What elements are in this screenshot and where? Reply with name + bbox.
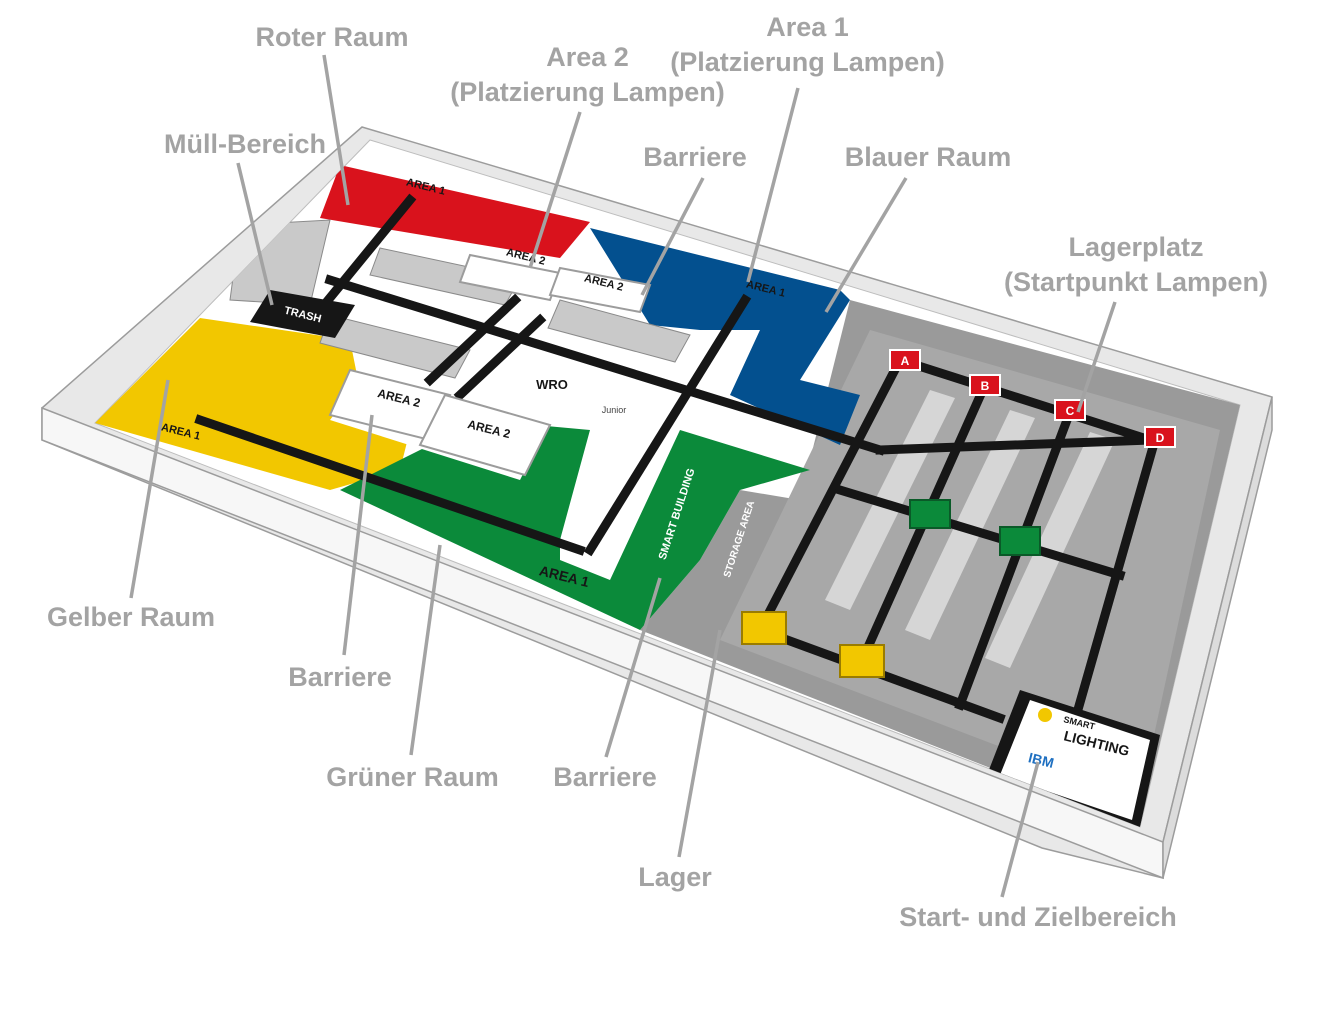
blauer-raum-label: Blauer Raum: [844, 142, 1012, 172]
slot-a-label: A: [901, 354, 910, 368]
roter-raum-label: Roter Raum: [255, 22, 409, 52]
junior-logo-text: Junior: [602, 405, 627, 415]
barriere-bottom-label: Barriere: [553, 762, 657, 792]
lightbulb-icon: [1038, 708, 1052, 722]
area2-subtitle-label: (Platzierung Lampen): [450, 77, 725, 107]
slot-d-label: D: [1156, 431, 1165, 445]
gruener-raum-label: Grüner Raum: [326, 762, 499, 792]
lagerplatz-subtitle-label: (Startpunkt Lampen): [1003, 267, 1268, 297]
yellow-room-floor: [95, 318, 410, 490]
red-room-floor: [320, 165, 590, 258]
area1-subtitle-label: (Platzierung Lampen): [670, 47, 945, 77]
slot-c-label: C: [1066, 404, 1075, 418]
muell-bereich-label: Müll-Bereich: [163, 129, 327, 159]
ibm-label: IBM: [1027, 749, 1056, 771]
slot-b-label: B: [981, 379, 990, 393]
area1-title-label: Area 1: [766, 12, 849, 42]
callout-lines: [129, 54, 1117, 898]
start-ziel-label: Start- und Zielbereich: [899, 902, 1177, 932]
lamp-boxes: [741, 499, 1041, 678]
guide-lines: [194, 193, 1161, 726]
wro-logo-text: WRO: [536, 377, 568, 392]
blue-room-floor: [590, 228, 860, 445]
lamp-slots: [889, 349, 1176, 448]
lagerplatz-title-label: Lagerplatz: [1068, 232, 1204, 262]
green-room-floor: [340, 420, 810, 630]
lager-label: Lager: [638, 862, 712, 892]
barriere-top-label: Barriere: [643, 142, 747, 172]
area2-title-label: Area 2: [546, 42, 629, 72]
trash-area: [250, 290, 355, 338]
gelber-raum-label: Gelber Raum: [46, 602, 216, 632]
barriere-left-label: Barriere: [288, 662, 392, 692]
